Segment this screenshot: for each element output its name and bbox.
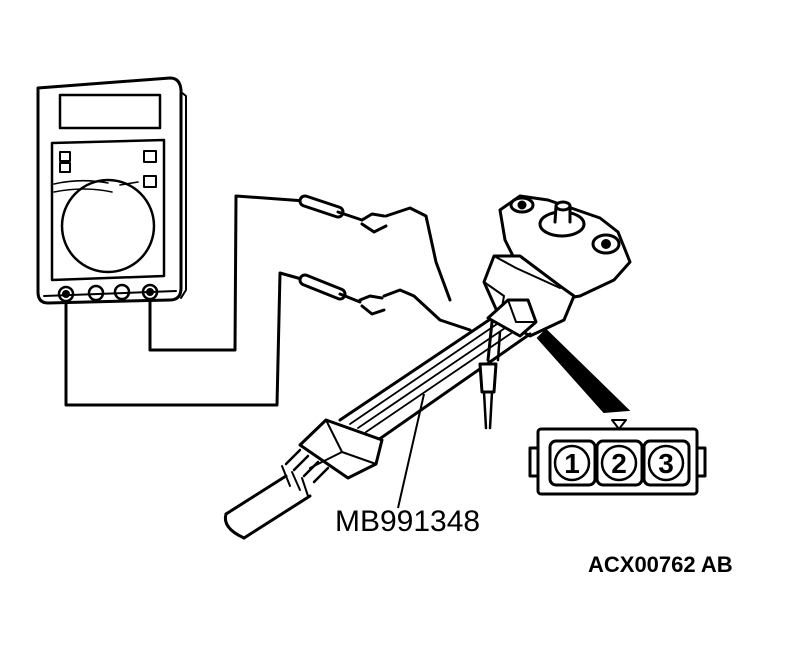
test-leads	[64, 194, 472, 407]
tool-part-number-label: MB991348	[335, 505, 480, 538]
connector-face	[528, 419, 707, 496]
multimeter-face	[50, 138, 166, 282]
multimeter-display	[58, 93, 162, 130]
input-jack-3	[113, 283, 131, 301]
figure-code-label: ACX00762 AB	[588, 552, 733, 577]
harness	[223, 298, 538, 540]
connector-pin-1: 1	[564, 448, 580, 479]
multimeter	[36, 76, 187, 305]
input-jack-2	[87, 284, 105, 302]
tool-label-leader	[397, 393, 425, 509]
connector-pin-2: 2	[611, 448, 627, 479]
rotary-dial	[60, 178, 156, 274]
connector-pin-3: 3	[658, 448, 674, 479]
callout-pointer	[536, 328, 631, 414]
